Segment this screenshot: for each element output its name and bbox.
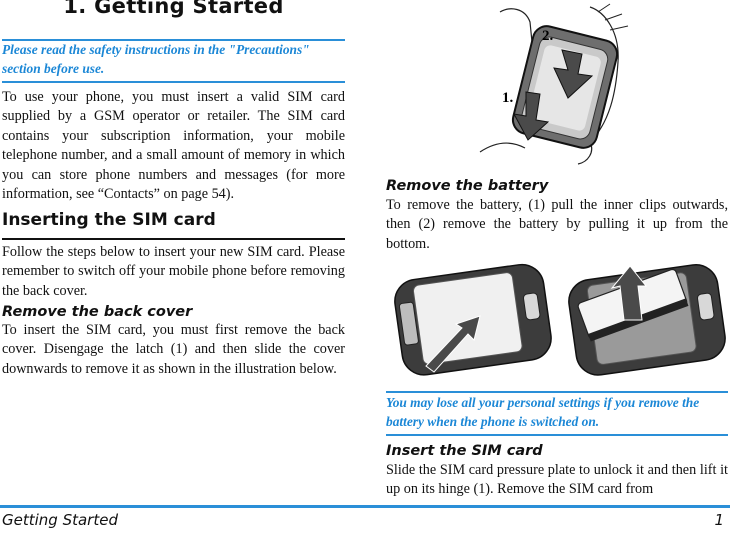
figure-label-1: 1. <box>502 90 514 106</box>
battery-note-top-rule <box>386 391 728 393</box>
remove-cover-illustration: 2. 1. <box>479 3 629 165</box>
subheading-remove-battery: Remove the battery <box>386 178 549 194</box>
section-rule <box>2 238 345 240</box>
sim-intro-paragraph: Follow the steps below to insert your ne… <box>2 244 345 299</box>
insert-sim-paragraph: Slide the SIM card pressure plate to unl… <box>386 462 728 498</box>
battery-note-bottom-rule <box>386 434 728 436</box>
intro-paragraph: To use your phone, you must insert a val… <box>2 89 345 203</box>
figure-label-2: 2. <box>542 28 554 44</box>
chapter-title: 1. Getting Started <box>63 0 284 18</box>
remove-battery-illustration <box>394 263 726 376</box>
note-bottom-rule <box>2 81 345 83</box>
battery-note: You may lose all your personal settings … <box>386 395 700 429</box>
section-heading-sim: Inserting the SIM card <box>2 210 216 230</box>
remove-cover-paragraph: To insert the SIM card, you must first r… <box>2 322 345 377</box>
footer-rule <box>0 505 730 508</box>
footer-section-title: Getting Started <box>2 511 118 529</box>
subheading-insert-sim: Insert the SIM card <box>386 443 543 459</box>
subheading-remove-cover: Remove the back cover <box>2 304 193 320</box>
note-top-rule <box>2 39 345 41</box>
safety-note: Please read the safety instructions in t… <box>2 42 310 76</box>
page-number: 1 <box>714 511 724 529</box>
remove-battery-paragraph: To remove the battery, (1) pull the inne… <box>386 197 728 252</box>
